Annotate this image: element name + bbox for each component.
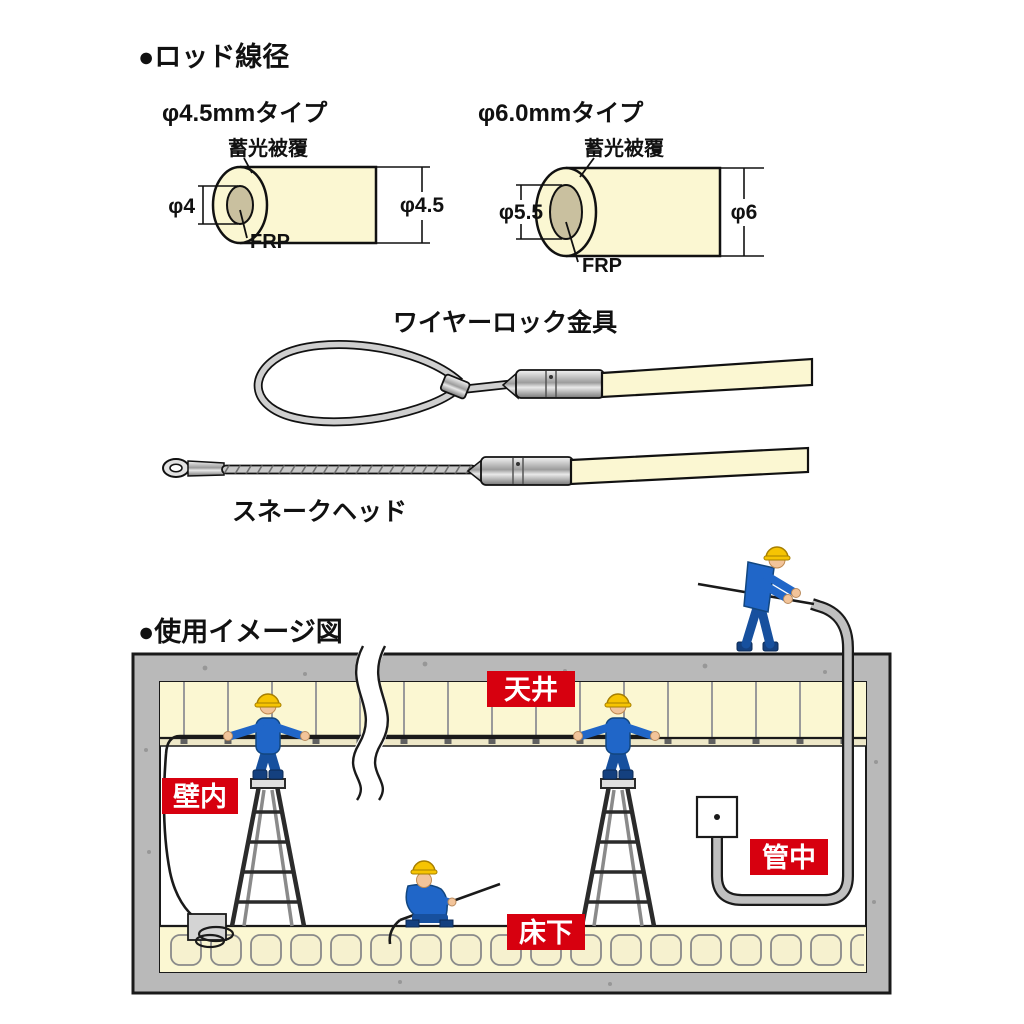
connector-screw: [516, 462, 520, 466]
inner-diameter-dimension: φ5.5: [499, 184, 562, 240]
label-under-floor-text: 床下: [519, 917, 573, 948]
rod-diameter-section: ●ロッド線径 φ4.5mmタイプ 蓄光被覆 φ4 φ4.5: [138, 41, 764, 277]
label-ceiling: 天井: [487, 671, 575, 707]
label-inside-pipe: 管中: [750, 839, 828, 875]
rod-body: [566, 166, 722, 258]
snake-head-label: スネークヘッド: [232, 498, 407, 526]
rod-section-heading: ●ロッド線径: [138, 41, 289, 72]
break-mark: [352, 640, 390, 807]
ceiling-fixtures: [162, 739, 864, 745]
rod-type-6-0-diagram: φ6.0mmタイプ 蓄光被覆 φ5.5 φ6 FRP: [478, 100, 764, 277]
rod-shaft: [569, 446, 810, 486]
rod-type-6-0-title: φ6.0mmタイプ: [478, 100, 644, 127]
worker-floor: [405, 860, 457, 928]
coating-label: 蓄光被覆: [584, 136, 665, 160]
wire-loop-outline: [253, 340, 464, 427]
rod-type-4-5-title: φ4.5mmタイプ: [162, 100, 328, 127]
usage-section-heading: ●使用イメージ図: [138, 617, 343, 647]
building-cross-section: 天井 壁内 管中 床下: [131, 546, 892, 995]
connector-body: [480, 456, 574, 486]
core-leader-line: [565, 221, 579, 263]
outlet-box-knockout: [714, 814, 720, 820]
label-inside-pipe-text: 管中: [762, 843, 816, 873]
core-label: FRP: [582, 255, 622, 277]
label-under-floor: 床下: [507, 914, 585, 950]
rod-into-floor: [388, 919, 401, 945]
core-leader-line: [239, 209, 248, 239]
usage-section: ●使用イメージ図: [131, 546, 892, 995]
coating-label: 蓄光被覆: [228, 136, 309, 160]
twisted-wire-texture: [222, 465, 476, 474]
rod-core-face: [549, 184, 583, 240]
snake-head-drawing: [162, 446, 810, 486]
outer-diameter-label: φ6: [731, 201, 758, 224]
inner-diameter-label: φ4: [168, 195, 195, 218]
label-inside-wall: 壁内: [162, 778, 238, 814]
outer-diameter-dimension: φ4.5: [376, 166, 445, 244]
wire-lock-label: ワイヤーロック金具: [393, 308, 617, 337]
wire-lock-drawing: [253, 340, 814, 427]
wire-loop: [255, 341, 462, 425]
crimp-ferrule: [439, 373, 471, 400]
rod-coil: [194, 933, 226, 949]
snake-head-cone: [187, 460, 225, 477]
label-ceiling-text: 天井: [504, 675, 558, 705]
coating-leader-line: [243, 157, 253, 174]
coating-leader-line: [579, 157, 595, 178]
rod-body: [240, 165, 378, 245]
core-label: FRP: [250, 231, 290, 253]
outer-diameter-label: φ4.5: [400, 194, 445, 217]
fittings-section: ワイヤーロック金具: [162, 308, 814, 526]
rod-coil: [197, 925, 235, 943]
outer-diameter-dimension: φ6: [720, 167, 764, 257]
snake-head-eyelet-hole: [169, 463, 183, 473]
connector-screw: [549, 375, 553, 379]
worker-roof: [736, 546, 801, 652]
rod-core-face: [226, 185, 254, 225]
conduit-tube: [713, 600, 852, 904]
rod-type-4-5-diagram: φ4.5mmタイプ 蓄光被覆 φ4 φ4.5 FRP: [162, 100, 444, 253]
label-inside-wall-text: 壁内: [173, 782, 227, 812]
inner-diameter-label: φ5.5: [499, 201, 544, 224]
rod-shaft: [600, 357, 814, 399]
inner-diameter-dimension: φ4: [168, 185, 238, 225]
connector-body: [515, 369, 605, 399]
